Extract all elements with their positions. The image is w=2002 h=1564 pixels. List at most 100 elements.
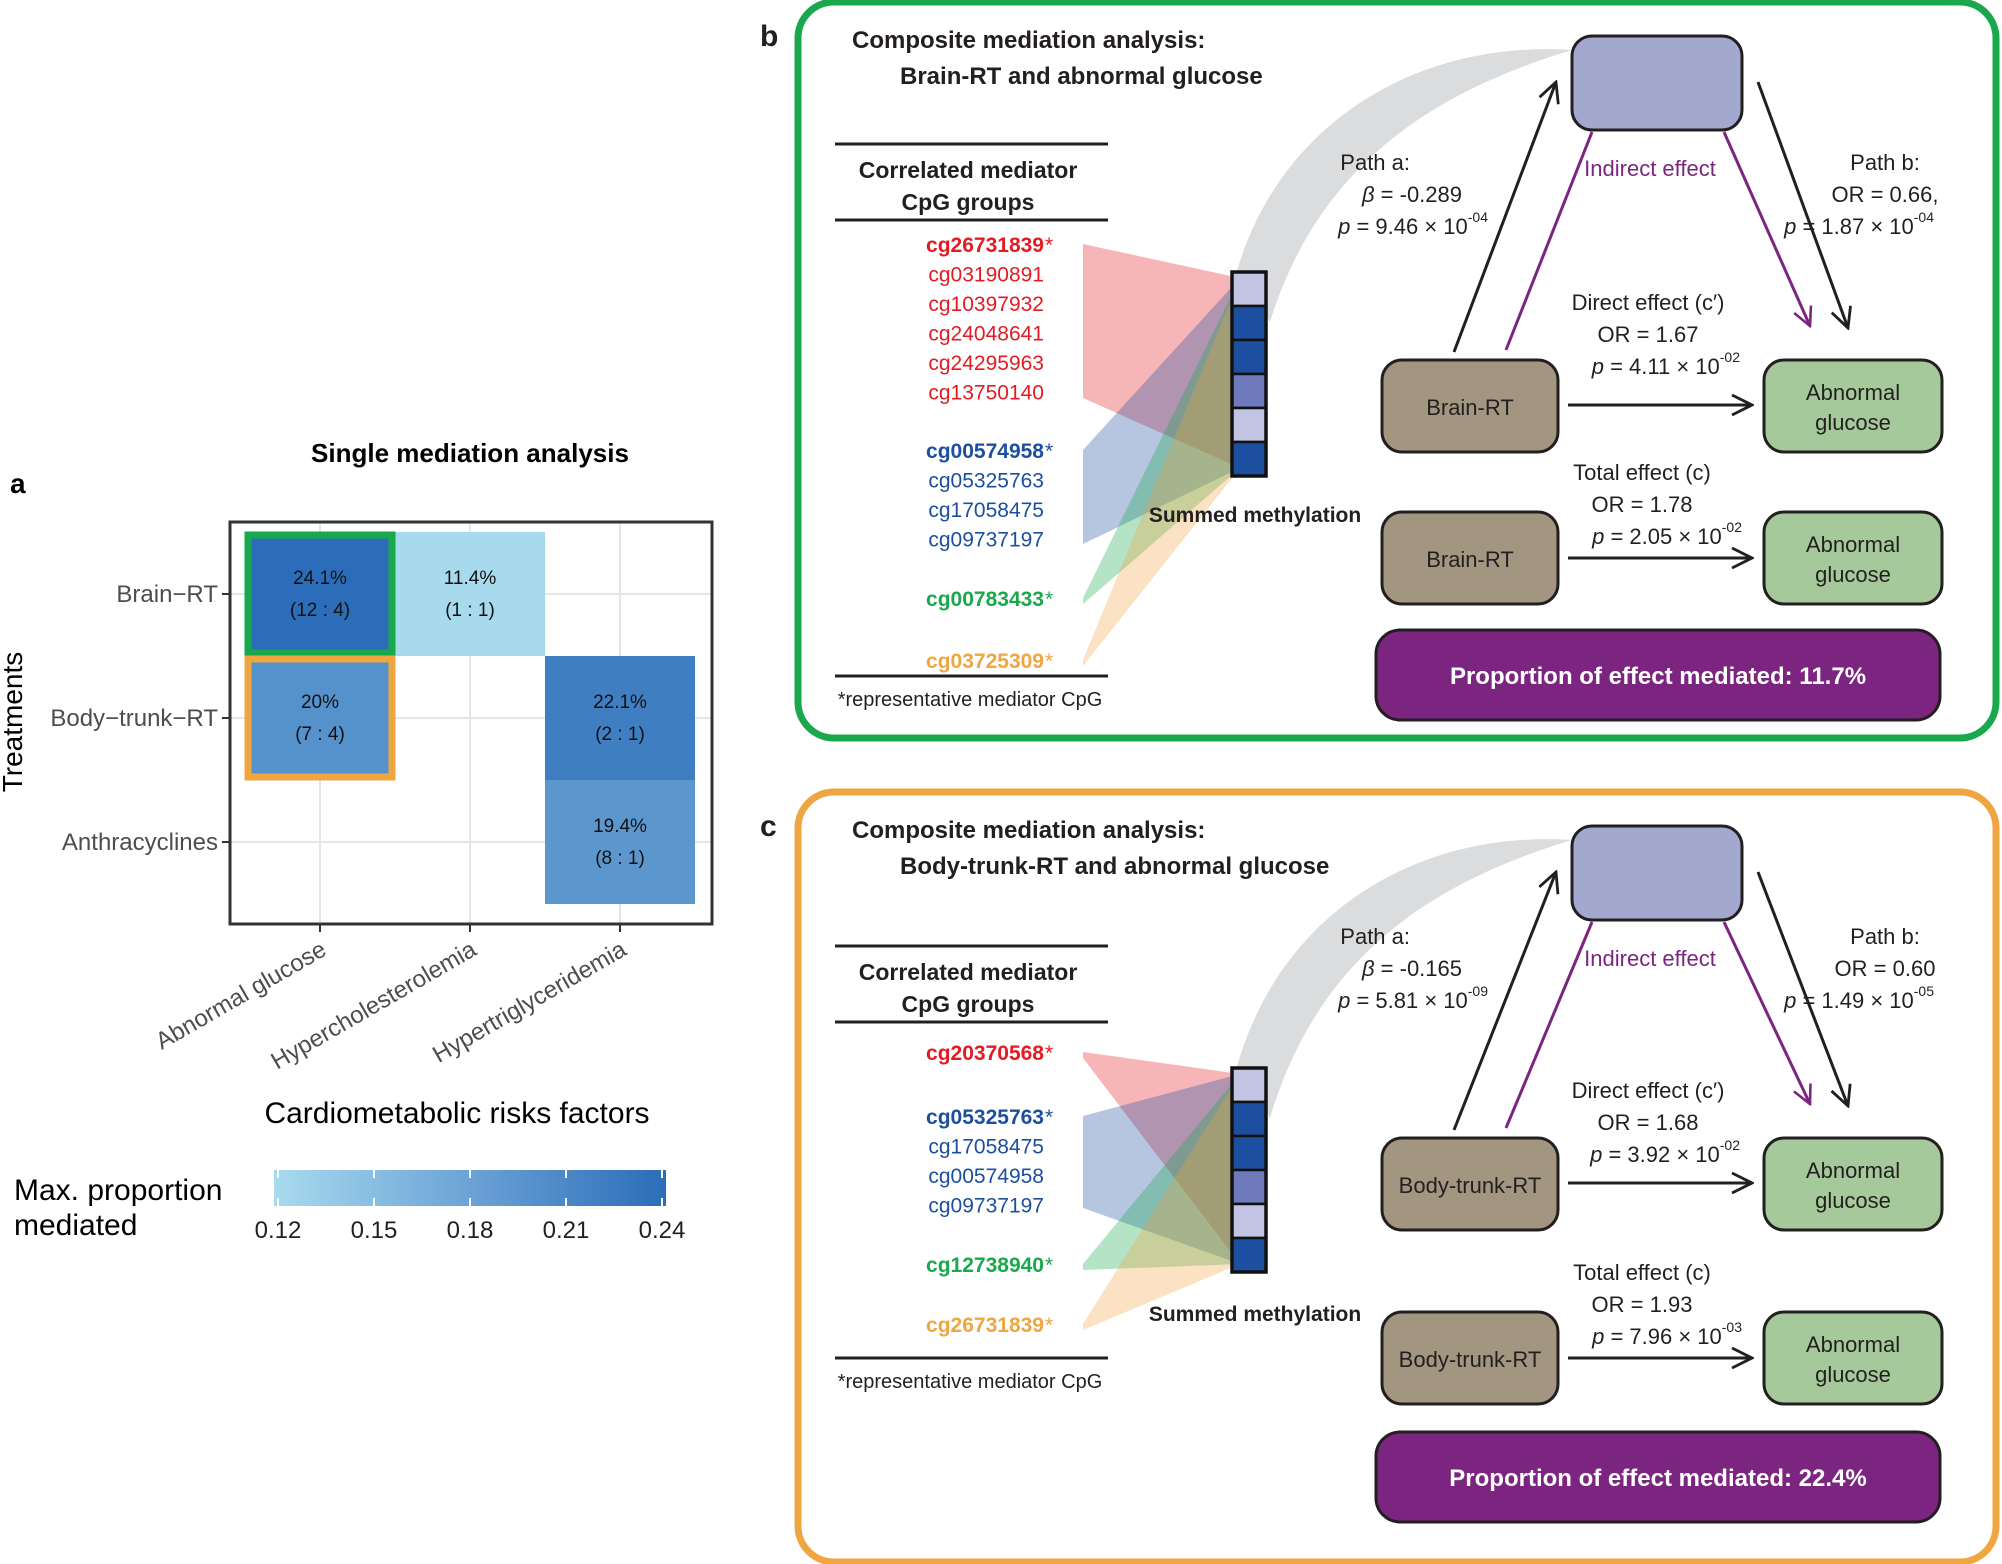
y-tick-label: Body−trunk−RT: [50, 705, 218, 732]
outcome-label-line1: Abnormal: [1806, 532, 1900, 557]
methylation-bar-segment: [1230, 372, 1268, 410]
cpg-label: cg26731839: [926, 234, 1044, 257]
path-b-or: OR = 0.60: [1835, 956, 1936, 981]
mediator-fan: [1083, 1074, 1240, 1264]
p-value-mantissa: = 1.87 × 10: [1802, 214, 1913, 239]
treatment-label: Brain-RT: [1426, 547, 1514, 572]
indirect-effect-label: Indirect effect: [1584, 946, 1716, 971]
table-header-line1: Correlated mediator: [859, 959, 1078, 985]
p-value-exponent: -04: [1468, 209, 1488, 225]
outcome-label-line1: Abnormal: [1806, 1158, 1900, 1183]
panel-a: a Single mediation analysis 24.1% (12 : 4…: [0, 438, 714, 1244]
cpg-representative-star: *: [1045, 1106, 1053, 1129]
legend-tick-label: 0.15: [351, 1217, 398, 1244]
cpg-representative-star: *: [1045, 1314, 1053, 1337]
p-value-exponent: -02: [1720, 349, 1740, 365]
indirect-effect-label: Indirect effect: [1584, 156, 1716, 181]
panel-a-letter: a: [10, 468, 26, 499]
indirect-arrow-up: [1504, 131, 1594, 351]
heatmap-cell-value: 24.1%: [293, 568, 347, 589]
path-a-arrow: [1452, 872, 1556, 1131]
path-a-p: p = 9.46 × 10-04: [1337, 209, 1488, 239]
path-b-p: p = 1.49 × 10-05: [1783, 983, 1934, 1013]
mediator-fans: [1083, 244, 1240, 666]
path-a-title: Path a:: [1340, 150, 1410, 175]
legend-tick-label: 0.12: [255, 1217, 302, 1244]
p-symbol: p: [1591, 524, 1610, 549]
path-a-beta: β = -0.289: [1361, 182, 1462, 207]
cpg-label: cg17058475: [928, 499, 1044, 522]
path-a-beta-value: = -0.289: [1381, 182, 1462, 207]
beta-symbol: β: [1361, 956, 1381, 981]
p-value-exponent: -02: [1722, 519, 1742, 535]
treatment-box: [1380, 1310, 1560, 1406]
cpg-label: cg05325763: [928, 470, 1044, 493]
mediator-fan: [1083, 1074, 1240, 1330]
legend-tick-label: 0.18: [447, 1217, 494, 1244]
treatment-box: [1380, 510, 1560, 606]
cpg-label: cg00783433: [926, 588, 1044, 611]
path-b-title: Path b:: [1850, 924, 1920, 949]
heatmap-xlabel: Cardiometabolic risks factors: [264, 1097, 649, 1130]
methylation-bar-segment: [1230, 270, 1268, 308]
p-value-mantissa: = 4.11 × 10: [1610, 354, 1720, 379]
direct-effect-or: OR = 1.67: [1598, 322, 1699, 347]
cpg-label: cg10397932: [928, 293, 1044, 316]
table-header-line1: Correlated mediator: [859, 157, 1078, 183]
p-value-mantissa: = 5.81 × 10: [1356, 988, 1467, 1013]
p-value-mantissa: = 9.46 × 10: [1356, 214, 1467, 239]
heatmap: 24.1%(12 : 4)11.4%(1 : 1)20%(7 : 4)22.1%…: [50, 520, 714, 1075]
path-b-title: Path b:: [1850, 150, 1920, 175]
legend-title-line1: Max. proportion: [14, 1174, 222, 1207]
table-footnote: *representative mediator CpG: [838, 689, 1103, 711]
p-value-exponent: -04: [1914, 209, 1934, 225]
p-symbol: p: [1591, 1324, 1610, 1349]
heatmap-title: Single mediation analysis: [311, 438, 629, 468]
outcome-box: [1762, 358, 1944, 454]
total-effect-or: OR = 1.78: [1592, 492, 1693, 517]
cpg-label: cg13750140: [928, 382, 1044, 405]
p-value-exponent: -05: [1914, 983, 1934, 999]
path-b-p: p = 1.87 × 10-04: [1783, 209, 1934, 239]
mediator-fan: [1083, 244, 1240, 468]
methylation-bar-segment: [1230, 1236, 1268, 1274]
path-a-arrow: [1452, 82, 1556, 353]
indirect-arrow-down: [1722, 921, 1810, 1104]
heatmap-cell: [545, 780, 695, 904]
mediator-fan: [1083, 278, 1240, 604]
mediator-box: [1570, 824, 1744, 922]
p-value-mantissa: = 1.49 × 10: [1802, 988, 1913, 1013]
treatment-box: [1380, 358, 1560, 454]
cpg-representative-star: *: [1045, 588, 1053, 611]
panel-border: [794, 788, 2000, 1564]
indirect-arrow-up: [1504, 921, 1594, 1129]
cpg-representative-star: *: [1045, 440, 1053, 463]
mediator-fan: [1083, 1074, 1240, 1270]
p-value-mantissa: = 7.96 × 10: [1610, 1324, 1721, 1349]
summed-methylation-label: Summed methylation: [1149, 504, 1361, 527]
methylation-bar-segment: [1230, 1066, 1268, 1104]
cpg-label: cg09737197: [928, 1195, 1044, 1218]
outcome-label-line2: glucose: [1815, 1362, 1891, 1387]
path-a-p: p = 5.81 × 10-09: [1337, 983, 1488, 1013]
direct-effect-p: p = 3.92 × 10-02: [1589, 1137, 1740, 1167]
total-effect-title: Total effect (c): [1573, 1260, 1711, 1285]
table-header-line2: CpG groups: [902, 189, 1035, 215]
heatmap-cell-ratio: (12 : 4): [290, 600, 350, 621]
treatment-label: Brain-RT: [1426, 395, 1514, 420]
panel-letter: b: [760, 20, 778, 53]
methylation-bar-border: [1230, 1066, 1268, 1274]
heatmap-cell-ratio: (2 : 1): [595, 724, 645, 745]
heatmap-cell: [245, 532, 395, 656]
cpg-label: cg03725309: [926, 650, 1044, 673]
total-effect-p: p = 2.05 × 10-02: [1591, 519, 1742, 549]
p-symbol: p: [1589, 1142, 1608, 1167]
p-value-exponent: -09: [1468, 983, 1488, 999]
heatmap-cell: [395, 532, 545, 656]
panel-letter: c: [760, 810, 777, 843]
treatment-label: Body-trunk-RT: [1399, 1347, 1542, 1372]
methylation-bar-segment: [1230, 304, 1268, 342]
panel-border: [794, 0, 2000, 742]
